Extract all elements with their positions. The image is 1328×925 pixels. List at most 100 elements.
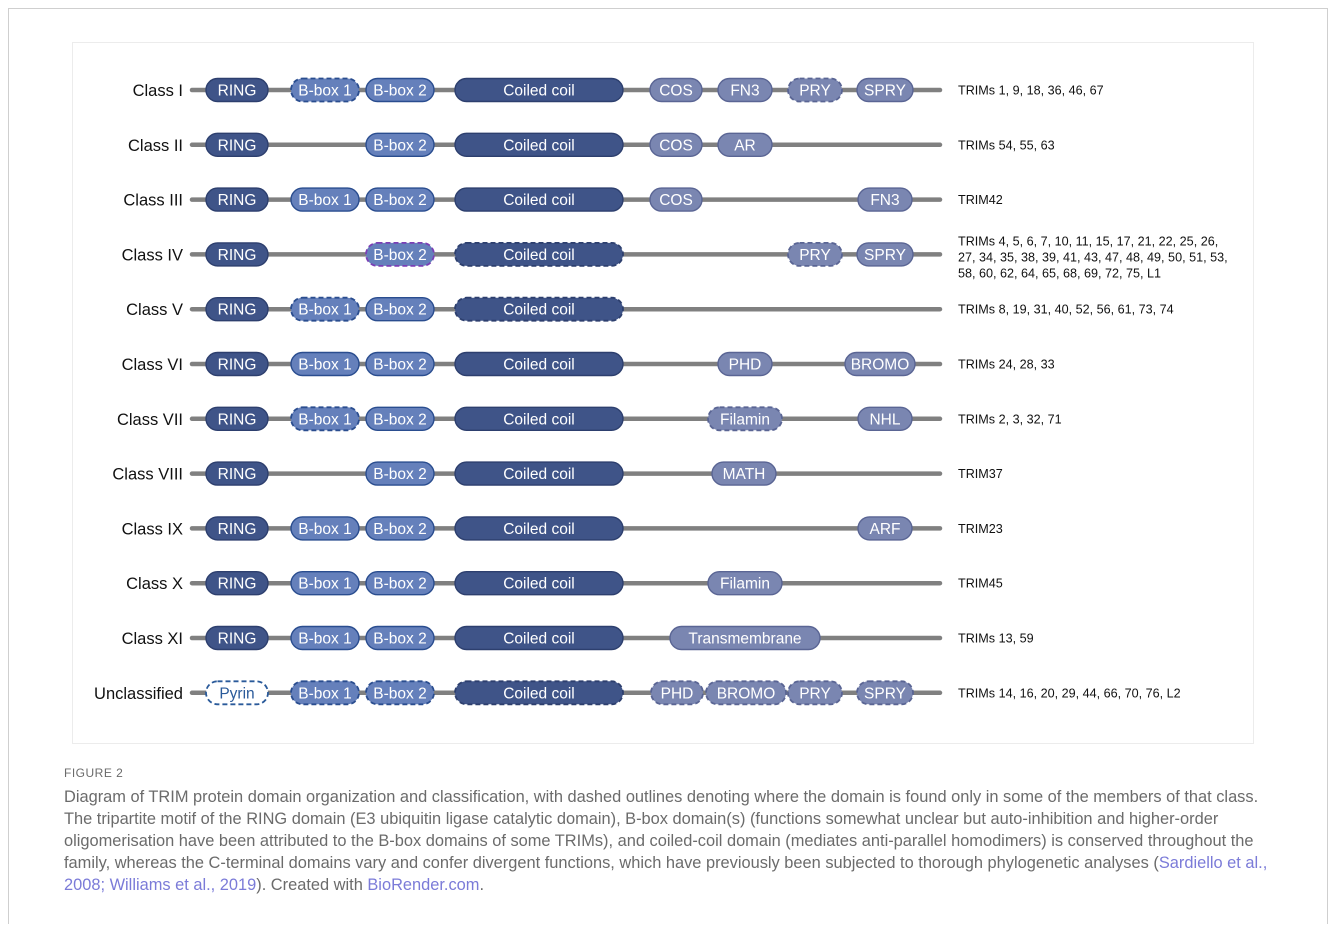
domain-arf (857, 516, 913, 541)
domain-label: Coiled coil (503, 466, 575, 483)
class-members: TRIMs 2, 3, 32, 71 (958, 412, 1062, 426)
domain-bbox2 (365, 297, 435, 322)
class-label: Class VIII (112, 466, 183, 484)
domain-cos (649, 187, 703, 212)
domain-label: B-box 1 (298, 411, 351, 428)
trim-domain-diagram: Class I RING B-box 1 B-box 2 Coiled coil COS F… (94, 77, 1228, 706)
class-members: TRIMs 54, 55, 63 (958, 138, 1055, 152)
domain-label: COS (659, 192, 693, 209)
domain-ring (205, 242, 269, 267)
domain-cc (454, 296, 624, 322)
domain-ring (205, 406, 269, 431)
domain-ring (205, 351, 269, 377)
domain-label: RING (218, 302, 257, 319)
domain-label: B-box 2 (373, 685, 426, 702)
domain-label: RING (218, 192, 257, 209)
domain-bbox1 (290, 351, 360, 377)
domain-cc (454, 516, 624, 541)
domain-cc (454, 351, 624, 377)
class-members: TRIMs 1, 9, 18, 36, 46, 67 (958, 84, 1104, 98)
domain-bbox1 (290, 680, 360, 706)
domain-bromo (844, 351, 916, 377)
class-members: TRIMs 24, 28, 33 (958, 358, 1055, 372)
domain-bbox2 (365, 680, 435, 706)
domain-label: Coiled coil (503, 192, 575, 209)
figure-label: FIGURE 2 (64, 766, 124, 780)
domain-cc (454, 406, 624, 431)
domain-label: PHD (661, 685, 694, 702)
domain-bbox2 (365, 406, 435, 431)
domain-bbox1 (290, 406, 360, 432)
domain-label: Transmembrane (688, 631, 801, 648)
caption-text-part2: ). Created with (256, 876, 368, 894)
domain-bbox2 (365, 461, 435, 486)
domain-bbox1 (290, 296, 360, 322)
caption-text-part1: Diagram of TRIM protein domain organizat… (64, 788, 1259, 872)
class-label: Class I (133, 82, 183, 100)
class-members: TRIMs 14, 16, 20, 29, 44, 66, 70, 76, L2 (958, 686, 1181, 700)
domain-filamin (707, 571, 783, 596)
domain-label: B-box 2 (373, 521, 426, 538)
domain-label: RING (218, 357, 257, 374)
class-label: Unclassified (94, 685, 183, 703)
domain-cos (649, 132, 703, 158)
class-members: TRIM23 (958, 522, 1003, 536)
domain-label: RING (218, 247, 257, 264)
domain-label: Coiled coil (503, 631, 575, 648)
domain-label: Coiled coil (503, 247, 575, 264)
class-label: Class VII (117, 411, 183, 429)
domain-pry (787, 77, 843, 103)
domain-label: RING (218, 137, 257, 154)
domain-bbox2 (365, 351, 435, 377)
domain-bbox1 (290, 625, 360, 651)
class-label: Class XI (122, 630, 183, 648)
class-label: Class IV (122, 246, 183, 264)
domain-label: RING (218, 576, 257, 593)
domain-label: AR (734, 137, 756, 154)
domain-bbox2 (365, 187, 435, 212)
domain-bbox1 (290, 516, 360, 541)
citation-link[interactable]: Sardiello et al., 2008; Williams et al.,… (64, 854, 1268, 894)
domain-label: RING (218, 631, 257, 648)
domain-label: Filamin (720, 576, 770, 593)
domain-label: Coiled coil (503, 302, 575, 319)
domain-label: Coiled coil (503, 685, 575, 702)
domain-label: B-box 2 (373, 192, 426, 209)
domain-spry (856, 77, 914, 103)
class-members: TRIMs 8, 19, 31, 40, 52, 56, 61, 73, 74 (958, 303, 1174, 317)
domain-label: B-box 1 (298, 576, 351, 593)
domain-label: PHD (729, 357, 762, 374)
domain-label: B-box 1 (298, 83, 351, 100)
domain-label: B-box 2 (373, 137, 426, 154)
domain-label: PRY (799, 247, 831, 264)
domain-pry-u (787, 680, 843, 706)
domain-label: Coiled coil (503, 357, 575, 374)
class-members: TRIM45 (958, 577, 1003, 591)
domain-filamin (707, 406, 783, 432)
domain-spry (856, 242, 914, 267)
domain-label: Coiled coil (503, 411, 575, 428)
domain-label: B-box 1 (298, 685, 351, 702)
domain-bbox2 (365, 132, 435, 158)
domain-label: RING (218, 466, 257, 483)
domain-label: NHL (869, 411, 900, 428)
biorender-link[interactable]: BioRender.com (367, 876, 480, 894)
domain-fn3b (857, 187, 913, 212)
domain-bbox2 (365, 571, 435, 596)
domain-phd (717, 351, 773, 377)
class-label: Class II (128, 137, 183, 155)
caption-text-part3: . (479, 876, 484, 894)
class-label: Class V (126, 301, 183, 319)
domain-pyrin (205, 680, 269, 706)
domain-ring (205, 516, 269, 541)
domain-label: B-box 2 (373, 576, 426, 593)
domain-label: B-box 2 (373, 302, 426, 319)
domain-label: B-box 1 (298, 631, 351, 648)
